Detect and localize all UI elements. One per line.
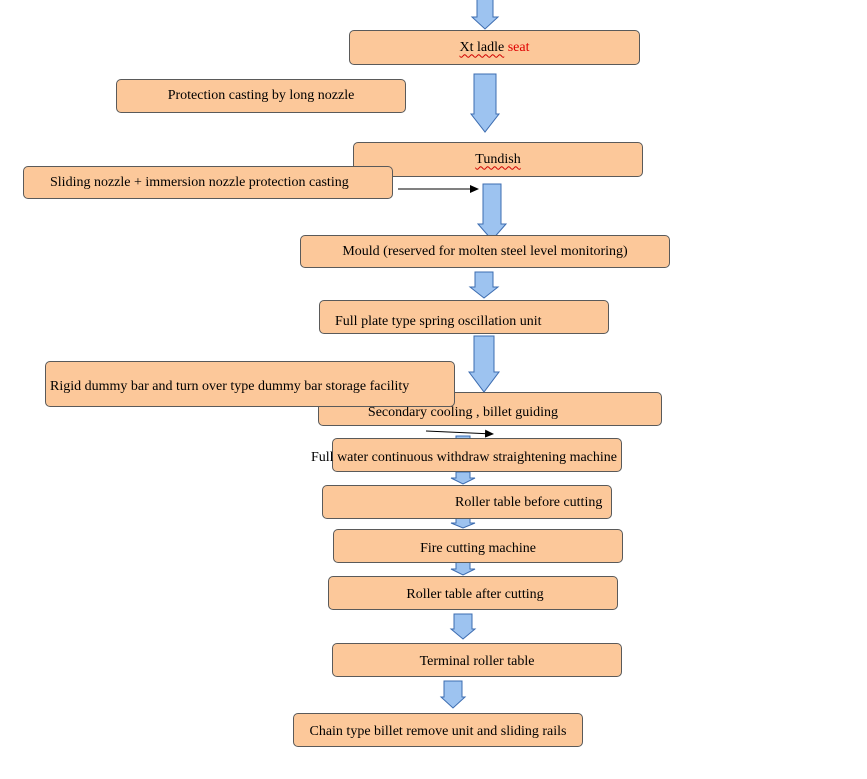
oscillation-box: Full plate type spring oscillation unit: [319, 300, 609, 334]
tundish-label: Tundish: [475, 151, 521, 167]
roller-after-label: Roller table after cutting: [406, 587, 544, 602]
chain-unit-label: Chain type billet remove unit and slidin…: [309, 724, 567, 739]
long-nozzle-note-label: Protection casting by long nozzle: [167, 88, 355, 103]
roller-after-box: Roller table after cutting: [328, 576, 618, 610]
roller-before-box: [322, 485, 612, 519]
terminal-roller-box: Terminal roller table: [332, 643, 622, 677]
chain-unit-box: Chain type billet remove unit and slidin…: [293, 713, 583, 747]
withdraw-label: Full water continuous withdraw straighte…: [311, 450, 617, 465]
mould-box: Mould (reserved for molten steel level m…: [300, 235, 670, 268]
flow-down-arrow-1: [470, 0, 500, 30]
tundish-box: Tundish: [353, 142, 643, 177]
ladle-prefix-label: Xt ladle: [459, 39, 505, 55]
ladle-seat-box: Xt ladle seat: [349, 30, 640, 65]
flow-down-arrow-8: [450, 517, 476, 529]
roller-before-label: Roller table before cutting: [455, 495, 603, 510]
flow-down-arrow-2: [469, 73, 501, 133]
sliding-nozzle-note-box: Sliding nozzle + immersion nozzle protec…: [23, 166, 393, 199]
sliding-nozzle-note-label: Sliding nozzle + immersion nozzle protec…: [50, 174, 349, 190]
dummy-bar-pointer-arrow: [425, 429, 494, 438]
mould-label: Mould (reserved for molten steel level m…: [342, 243, 628, 259]
flow-down-arrow-11: [439, 680, 467, 709]
flow-down-arrow-4: [468, 271, 500, 299]
long-nozzle-note-box: Protection casting by long nozzle: [116, 79, 406, 113]
withdraw-box: [332, 438, 622, 472]
fire-cutting-box: Fire cutting machine: [333, 529, 623, 563]
ladle-seat-label: seat: [507, 39, 530, 55]
oscillation-label: Full plate type spring oscillation unit: [335, 314, 542, 329]
fire-cutting-label: Fire cutting machine: [420, 541, 536, 556]
flow-down-arrow-5: [468, 335, 500, 393]
dummy-bar-note-label: Rigid dummy bar and turn over type dummy…: [50, 379, 410, 394]
flow-down-arrow-3: [476, 183, 508, 241]
dummy-bar-note-box: Rigid dummy bar and turn over type dummy…: [45, 361, 455, 407]
flow-down-arrow-10: [449, 613, 477, 640]
secondary-cooling-label: Secondary cooling , billet guiding: [367, 405, 559, 420]
flow-down-arrow-9: [450, 561, 476, 576]
terminal-roller-label: Terminal roller table: [419, 654, 535, 669]
flow-down-arrow-7: [450, 471, 476, 485]
